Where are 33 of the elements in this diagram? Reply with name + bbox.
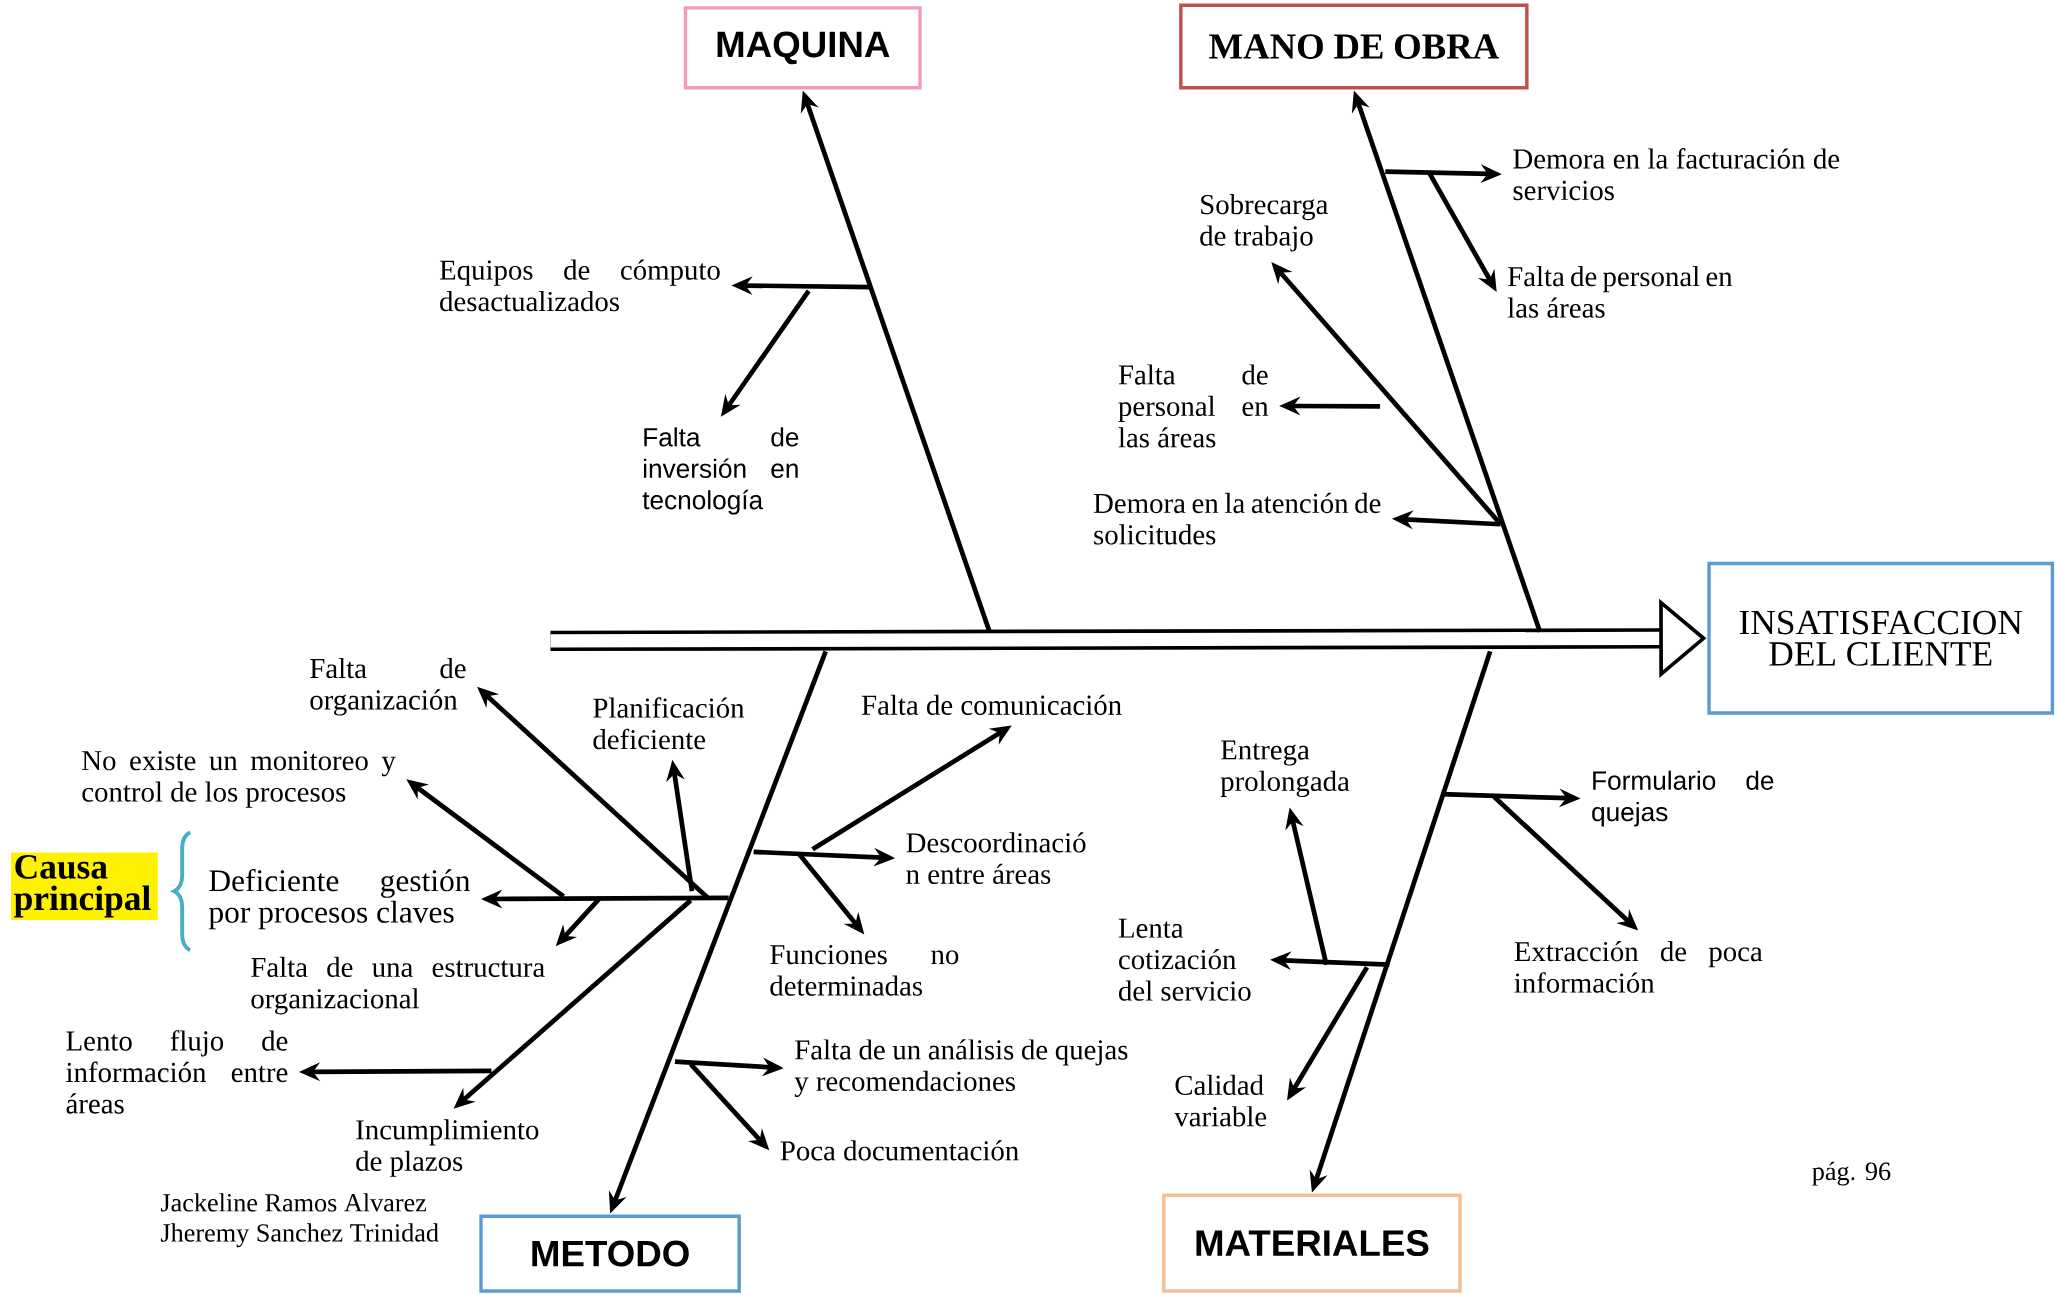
author-name: Jackeline Ramos Alvarez	[160, 1193, 427, 1212]
cause-text: Entrega prolongada	[1220, 740, 1350, 798]
cause-text: Calidad variable	[1174, 1074, 1267, 1127]
cause-text: Deficiente gestión por procesos claves	[208, 869, 471, 930]
page-number: pág. 96	[1812, 1161, 1891, 1186]
author-name: Jheremy Sanchez Trinidad	[160, 1223, 439, 1248]
cause-text: Extracción de poca información	[1514, 941, 1763, 993]
cause-text: Falta de un análisis de quejas y recomendaciones	[794, 1039, 1128, 1098]
cause-text: Planificación deficiente	[593, 697, 745, 750]
cause-text: Sobrecarga de trabajo	[1200, 194, 1328, 252]
cause-text: Incumplimiento de plazos	[356, 1119, 539, 1178]
cause-text: Equipos de cómputo desactualizados	[439, 259, 720, 312]
category-box: METODO	[479, 1214, 741, 1293]
cause-text: Lenta cotización del servicio	[1118, 918, 1251, 1002]
cause-text: Demora en la facturación de servicios	[1513, 148, 1840, 201]
highlighted-label: Causa principal	[11, 852, 158, 921]
cause-text: Lento flujo de información entre áreas	[66, 1030, 288, 1114]
cause-text: Formulario de quejas	[1592, 770, 1774, 827]
category-box: MANO DE OBRA	[1179, 3, 1529, 90]
cause-text: Falta de comunicación	[861, 694, 1122, 716]
effect-box: INSATISFACCION DEL CLIENTE	[1707, 562, 2055, 715]
cause-text: Descoordinació n entre áreas	[906, 832, 1086, 885]
category-box: MATERIALES	[1162, 1193, 1462, 1293]
cause-text: No existe un monitoreo y control de los procesos	[82, 751, 396, 808]
cause-text: Poca documentación	[780, 1140, 1019, 1161]
cause-text: Falta de inversión en tecnología	[642, 427, 799, 515]
cause-text: Demora en la atención de solicitudes	[1093, 493, 1381, 545]
cause-text: Falta de organización	[310, 658, 466, 716]
category-box: MAQUINA	[683, 6, 922, 90]
cause-text: Falta de personal en las áreas	[1118, 364, 1269, 448]
cause-text: Falta de personal en las áreas	[1507, 266, 1733, 319]
cause-text: Falta de una estructura organizacional	[251, 957, 545, 1015]
cause-text: Funciones no determinadas	[770, 945, 959, 996]
